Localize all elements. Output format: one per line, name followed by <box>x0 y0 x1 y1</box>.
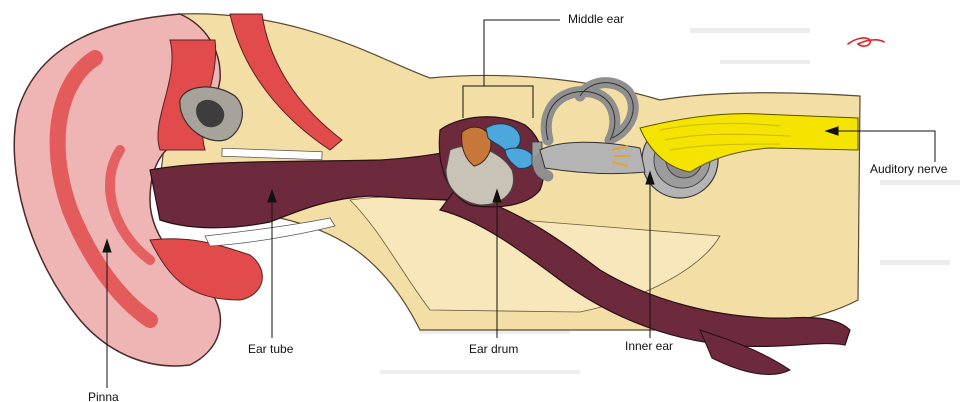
ear-drum-label: Ear drum <box>469 342 518 356</box>
red-handwritten-mark <box>848 38 884 46</box>
auditory-nerve-label: Auditory nerve <box>870 162 947 176</box>
inner-ear-label: Inner ear <box>625 339 673 353</box>
pinna-label: Pinna <box>88 390 119 402</box>
middle-ear-label: Middle ear <box>568 12 624 26</box>
ear-tube-label: Ear tube <box>248 342 293 356</box>
vestibule <box>540 142 645 173</box>
